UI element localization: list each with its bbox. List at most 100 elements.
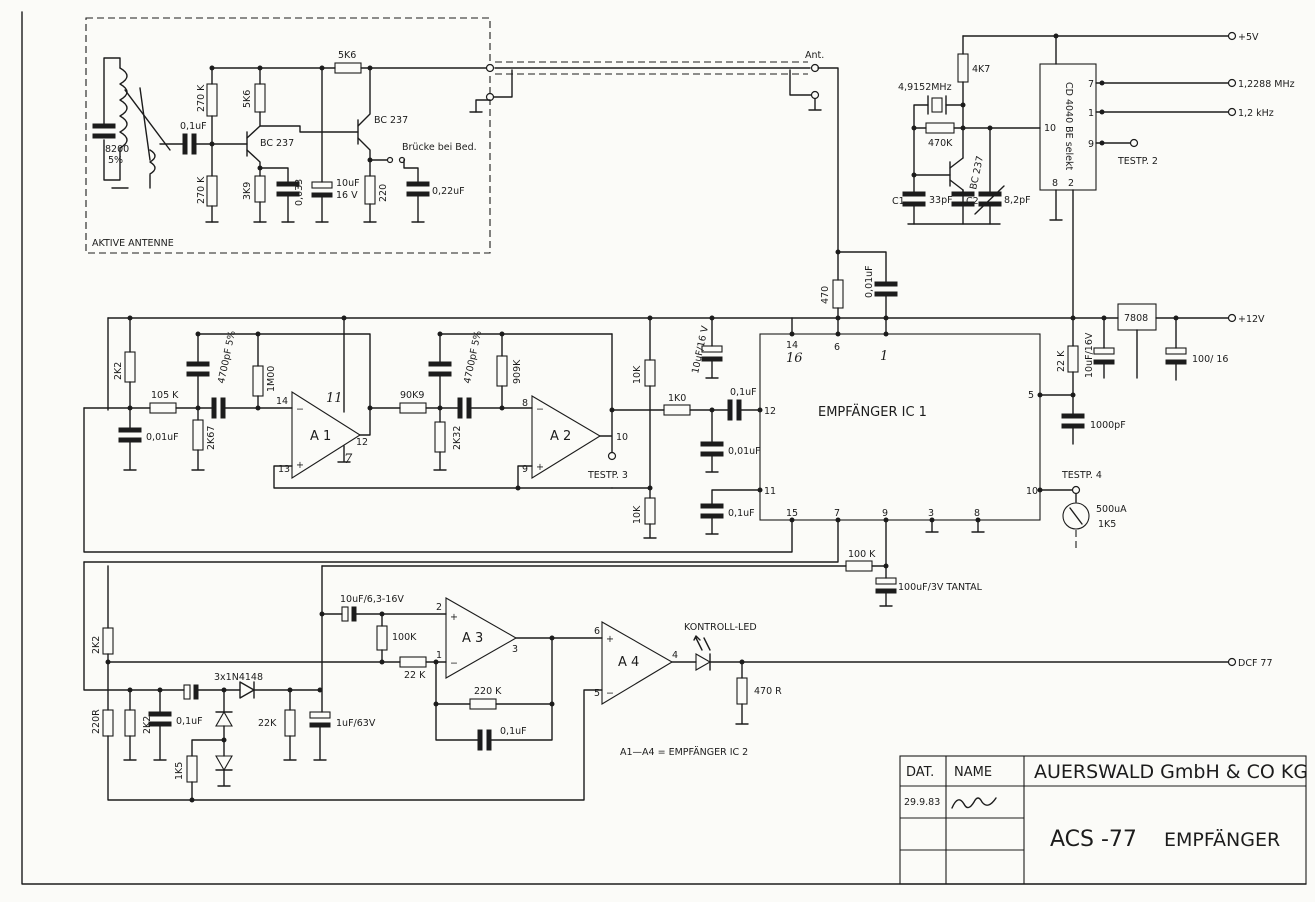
counter-pin7: 7 [1088, 79, 1094, 90]
ic1-pin5: 5 [1028, 390, 1034, 401]
ic1-pin7: 7 [834, 508, 840, 519]
testpoint-3 [607, 451, 617, 461]
ant-label: Ant. [805, 50, 824, 61]
capacitor-1000pf [1061, 413, 1085, 419]
testpoint-4-label: TESTP. 4 [1061, 470, 1102, 481]
a3-feedback-capacitor [477, 729, 483, 751]
antenna-out-terminal [485, 63, 495, 73]
led-resistor-470r [736, 677, 748, 705]
feed-resistor-470 [832, 279, 844, 309]
a4-pin4: 4 [672, 650, 678, 661]
capacitor-10uf-16v-label: 10uF/16V [1084, 332, 1095, 378]
resistor-1k0-label: 1K0 [668, 393, 686, 404]
pin11-capacitor [700, 503, 724, 509]
a2-pin9: 9 [522, 464, 528, 475]
filter-resistor-2k67-label: 2K67 [206, 426, 217, 450]
c1-name: C1 [892, 196, 905, 207]
diode-d2 [215, 710, 233, 727]
ic1-pin3: 3 [928, 508, 934, 519]
resistor-22k-label: 22 K [1056, 350, 1067, 372]
osc-feedback-resistor [925, 122, 955, 134]
title-col-date: DAT. [906, 765, 934, 780]
ic2-note: A1—A4 = EMPFÄNGER IC 2 [620, 747, 748, 758]
output-resistor-22k [399, 656, 427, 668]
tantal-capacitor-label: 100uF/3V TANTAL [898, 582, 983, 593]
receiver-ic1 [759, 333, 1041, 521]
meter-label: 500uA [1096, 504, 1127, 515]
output-capacitor-1uf-label: 1uF/63V [336, 718, 376, 729]
output-capacitor-label: 0,22uF [432, 186, 465, 197]
output-resistor-22k-label: 22 K [404, 670, 426, 681]
filter-capacitor-0-01 [118, 427, 142, 433]
testpoint-2 [1129, 138, 1139, 148]
svg-text:+: + [536, 462, 544, 473]
ferrite-coil [103, 57, 171, 189]
emitter-capacitor [276, 181, 300, 187]
rail-capacitor-10uf-label: 10uF/16 V [690, 325, 711, 375]
feed-resistor-470-label: 470 [820, 286, 831, 304]
filter-resistor-90k9 [399, 402, 427, 414]
drawing-title-main: ACS -77 [1050, 827, 1137, 852]
transistor-t1 [246, 111, 261, 177]
title-block [899, 755, 1307, 885]
port-dcf77 [1227, 657, 1237, 667]
filter-capacitor-4700-b-label: 4700pF 5% [462, 330, 484, 385]
receiver-ic1-label: EMPFÄNGER IC 1 [818, 404, 927, 420]
c1-value: 33pF [929, 195, 953, 206]
port-f1-label: 1,2288 MHz [1238, 79, 1295, 90]
port-5v [1227, 31, 1237, 41]
filter-resistor-2k32 [434, 421, 446, 453]
a3-feedback-resistor-label: 220 K [474, 686, 502, 697]
title-date-value: 29.9.83 [904, 797, 940, 808]
crystal-label: 4,9152MHz [898, 82, 952, 93]
filter-capacitor-4700-b [457, 397, 463, 419]
input-capacitor-label: 0,1uF [180, 121, 207, 132]
bias-bottom-label: 270 K [196, 176, 207, 204]
output-capacitor-1uf [309, 711, 331, 719]
opamp-a2 [531, 395, 602, 479]
company-name: AUERSWALD GmbH & CO KG [1034, 761, 1308, 783]
feed-capacitor [874, 281, 898, 287]
divider-resistor-bottom [644, 497, 656, 525]
osc-transistor [913, 157, 964, 225]
c2-value: 8,2pF [1004, 195, 1031, 206]
port-f2 [1227, 107, 1237, 117]
output-resistor-2k2-b [124, 709, 136, 737]
collector-resistor-label: 5K6 [242, 90, 253, 108]
port-12v [1227, 313, 1237, 323]
jumper-contact-a [386, 156, 394, 164]
counter-ic-label: CD 4040 BE selekt [1063, 82, 1074, 170]
opamp-a3-label: A 3 [462, 631, 483, 646]
t2-label: BC 237 [374, 115, 408, 126]
svg-text:+: + [450, 612, 458, 623]
svg-text:+: + [606, 634, 614, 645]
ic1-pin14: 14 [786, 340, 798, 351]
opamp-a2-label: A 2 [550, 429, 571, 444]
osc-feedback-label: 470K [928, 138, 953, 149]
ic1-pin9: 9 [882, 508, 888, 519]
meter [1062, 502, 1090, 530]
jumper-label: Brücke bei Bed. [402, 142, 477, 153]
filter-capacitor-0-01 [700, 441, 724, 447]
output-resistor-220r [102, 709, 114, 737]
output-resistor-22k-b-label: 22K [258, 718, 277, 729]
port-5v-label: +5V [1238, 32, 1259, 43]
a4-pin6: 6 [594, 626, 600, 637]
testpoint-3-label: TESTP. 3 [587, 470, 628, 481]
a3-feedback-resistor [469, 698, 497, 710]
a1-pin12: 12 [356, 437, 368, 448]
filter-resistor-1m [252, 365, 264, 397]
emitter-resistor-label: 3K9 [242, 182, 253, 200]
resistor-1k0 [663, 404, 691, 416]
drawing-title-sub: EMPFÄNGER [1164, 828, 1280, 851]
a2-pin8: 8 [522, 398, 528, 409]
coil-capacitor-value: 8200 [105, 144, 129, 155]
output-resistor-220r-label: 220R [91, 709, 102, 734]
pullup-resistor-label: 4K7 [972, 64, 990, 75]
input-capacitor [182, 133, 188, 155]
output-capacitor-series [193, 684, 199, 700]
testpoint-2-label: TESTP. 2 [1117, 156, 1158, 167]
svg-text:+: + [296, 460, 304, 471]
counter-ic [1039, 63, 1097, 191]
